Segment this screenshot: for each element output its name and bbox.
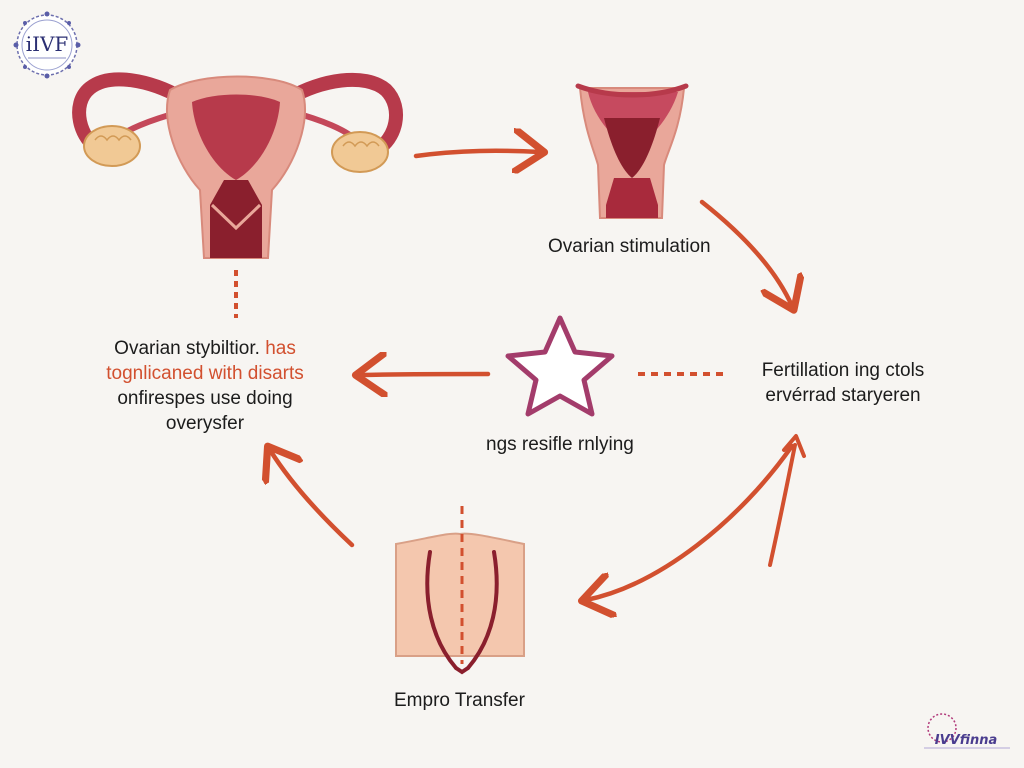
arrow-to-stimulation	[413, 151, 540, 156]
star-icon	[505, 315, 615, 417]
arrow-to-left-block	[360, 374, 491, 375]
ivf-logo-icon	[13, 11, 81, 79]
arrow-right-curve	[768, 443, 797, 567]
uterus-cross-section-illustration	[575, 83, 689, 219]
embryo-transfer-illustration	[395, 532, 525, 675]
brand-watermark-icon	[924, 713, 1010, 749]
right-line1: Fertillation ing ctols	[761, 360, 925, 381]
center-caption: ngs resifle rnlying	[486, 434, 634, 455]
arrow-up-head	[782, 434, 806, 458]
left-line1-b: has	[265, 338, 296, 359]
embryo-transfer-caption: Empro Transfer	[394, 690, 525, 711]
arrow-to-transfer	[586, 443, 795, 600]
left-text-block: Ovarian stybiltior. has tognlicaned with…	[80, 336, 330, 436]
left-line2: tognlicaned with disarts	[106, 363, 304, 384]
uterus-with-ovaries-illustration	[72, 72, 403, 259]
left-ovary-icon	[83, 125, 141, 167]
arrow-to-fertilization	[699, 199, 792, 306]
ovarian-stimulation-caption: Ovarian stimulation	[548, 236, 711, 257]
left-line4: overysfer	[165, 413, 245, 434]
left-line3: onfirespes use doing	[117, 388, 293, 409]
right-line2: ervérrad staryeren	[765, 385, 921, 406]
right-text-block: Fertillation ing ctols ervérrad staryere…	[748, 358, 938, 408]
right-ovary-icon	[331, 131, 389, 173]
arrow-up-left	[270, 450, 355, 548]
left-line1-a: Ovarian stybiltior.	[114, 338, 260, 359]
